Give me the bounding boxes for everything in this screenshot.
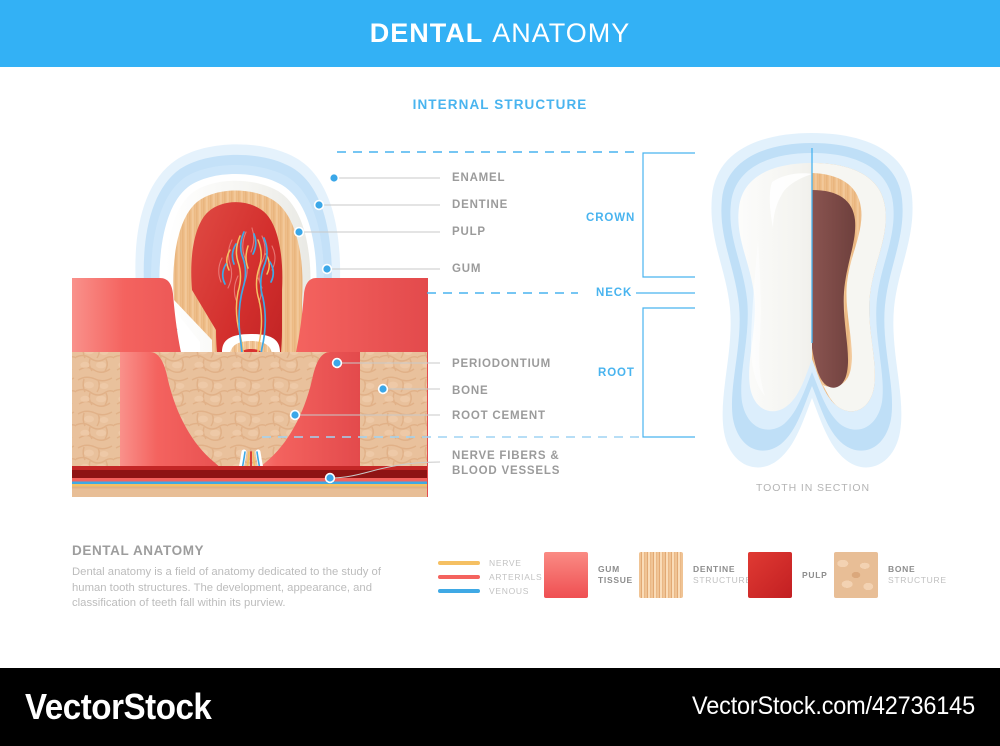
bone-block: [72, 352, 427, 497]
legend-label-venous: VENOUS: [489, 586, 530, 596]
section-label-root: ROOT: [598, 367, 635, 379]
pulp-canal: [812, 190, 856, 388]
legend-item-dentine-structure: DENTINE STRUCTURE: [639, 552, 752, 598]
footer-bar: [0, 668, 1000, 746]
dentine-half: [812, 163, 886, 412]
enamel-highlight: [769, 173, 812, 228]
pulp-chamber: [191, 202, 283, 420]
apex-vessel-bundle: [235, 449, 267, 483]
dentine-layer: [173, 190, 303, 442]
page-title-light: ANATOMY: [492, 18, 631, 48]
label-periodontium: PERIODONTIUM: [452, 358, 552, 370]
legend-item-venous: VENOUS: [438, 584, 558, 598]
pulp-swatch: [748, 552, 792, 598]
vectorstock-logo: VectorStock: [25, 686, 212, 727]
tooth-in-section: [711, 133, 913, 468]
legend-label-bone-2: STRUCTURE: [888, 575, 947, 585]
section-label-neck: NECK: [596, 287, 633, 299]
legend-label-dentine-2: STRUCTURE: [693, 575, 752, 585]
pulp-vessel-network: [218, 227, 276, 403]
vectorstock-url: VectorStock.com/42736145: [692, 692, 975, 720]
enamel-layer: [165, 180, 311, 458]
legend-label-nerve: NERVE: [489, 558, 522, 568]
legend-item-nerve: NERVE: [438, 556, 558, 570]
root-canal-white: [222, 334, 280, 456]
legend-label-bone-1: BONE: [888, 564, 916, 574]
label-nerve-vessels: NERVE FIBERS & BLOOD VESSELS: [452, 450, 561, 477]
label-root-cement: ROOT CEMENT: [452, 410, 546, 422]
subtitle: INTERNAL STRUCTURE: [412, 97, 588, 112]
label-pulp: PULP: [452, 226, 486, 238]
gum-left: [72, 278, 246, 497]
page-title-bold: DENTAL: [369, 18, 484, 48]
info-body: Dental anatomy is a field of anatomy ded…: [72, 566, 381, 609]
page-title: DENTAL ANATOMY: [0, 0, 1000, 67]
label-dentine: DENTINE: [452, 199, 509, 211]
glow-inner: [730, 153, 894, 430]
bottom-vessel-band: [72, 466, 427, 497]
enamel-rim-right: [812, 163, 886, 412]
legend-item-bone-structure: BONE STRUCTURE: [834, 552, 947, 598]
venous-line-swatch: [438, 589, 480, 593]
arterials-line-swatch: [438, 575, 480, 579]
tooth-in-section-caption: TOOTH IN SECTION: [756, 482, 870, 494]
enamel-body: [738, 163, 886, 412]
info-title: DENTAL ANATOMY: [72, 543, 205, 558]
legend-item-arterials: ARTERIALS: [438, 570, 558, 584]
glow-mid: [721, 143, 903, 451]
header-bar: [0, 0, 1000, 67]
label-bone: BONE: [452, 385, 489, 397]
legend-line-group: NERVE ARTERIALS VENOUS: [438, 556, 558, 598]
dentine-structure-swatch: [639, 552, 683, 598]
legend-label-pulp-1: PULP: [802, 569, 828, 580]
root-canal-dentine: [230, 341, 272, 444]
cross-section-tooth: [72, 144, 441, 497]
legend-label-gum-1: GUM: [598, 564, 620, 574]
label-gum: GUM: [452, 263, 482, 275]
gum-tissue-swatch: [544, 552, 588, 598]
root-cement-layer: [159, 173, 317, 470]
legend-label-gum-2: TISSUE: [598, 575, 633, 585]
section-label-crown: CROWN: [586, 212, 636, 224]
legend-item-pulp: PULP: [748, 552, 827, 598]
leader-dots: [289, 172, 389, 484]
root-canal-pulp: [238, 349, 264, 430]
tooth-glow-aura: [135, 144, 341, 330]
leader-lines: [295, 177, 441, 479]
nerve-line-swatch: [438, 561, 480, 565]
label-enamel: ENAMEL: [452, 172, 506, 184]
legend-label-dentine-1: DENTINE: [693, 564, 736, 574]
legend-label-arterials: ARTERIALS: [489, 572, 543, 582]
glow-outer: [711, 133, 913, 468]
legend-item-gum-tissue: GUM TISSUE: [544, 552, 633, 598]
gum-right: [240, 278, 428, 497]
bone-structure-swatch: [834, 552, 878, 598]
